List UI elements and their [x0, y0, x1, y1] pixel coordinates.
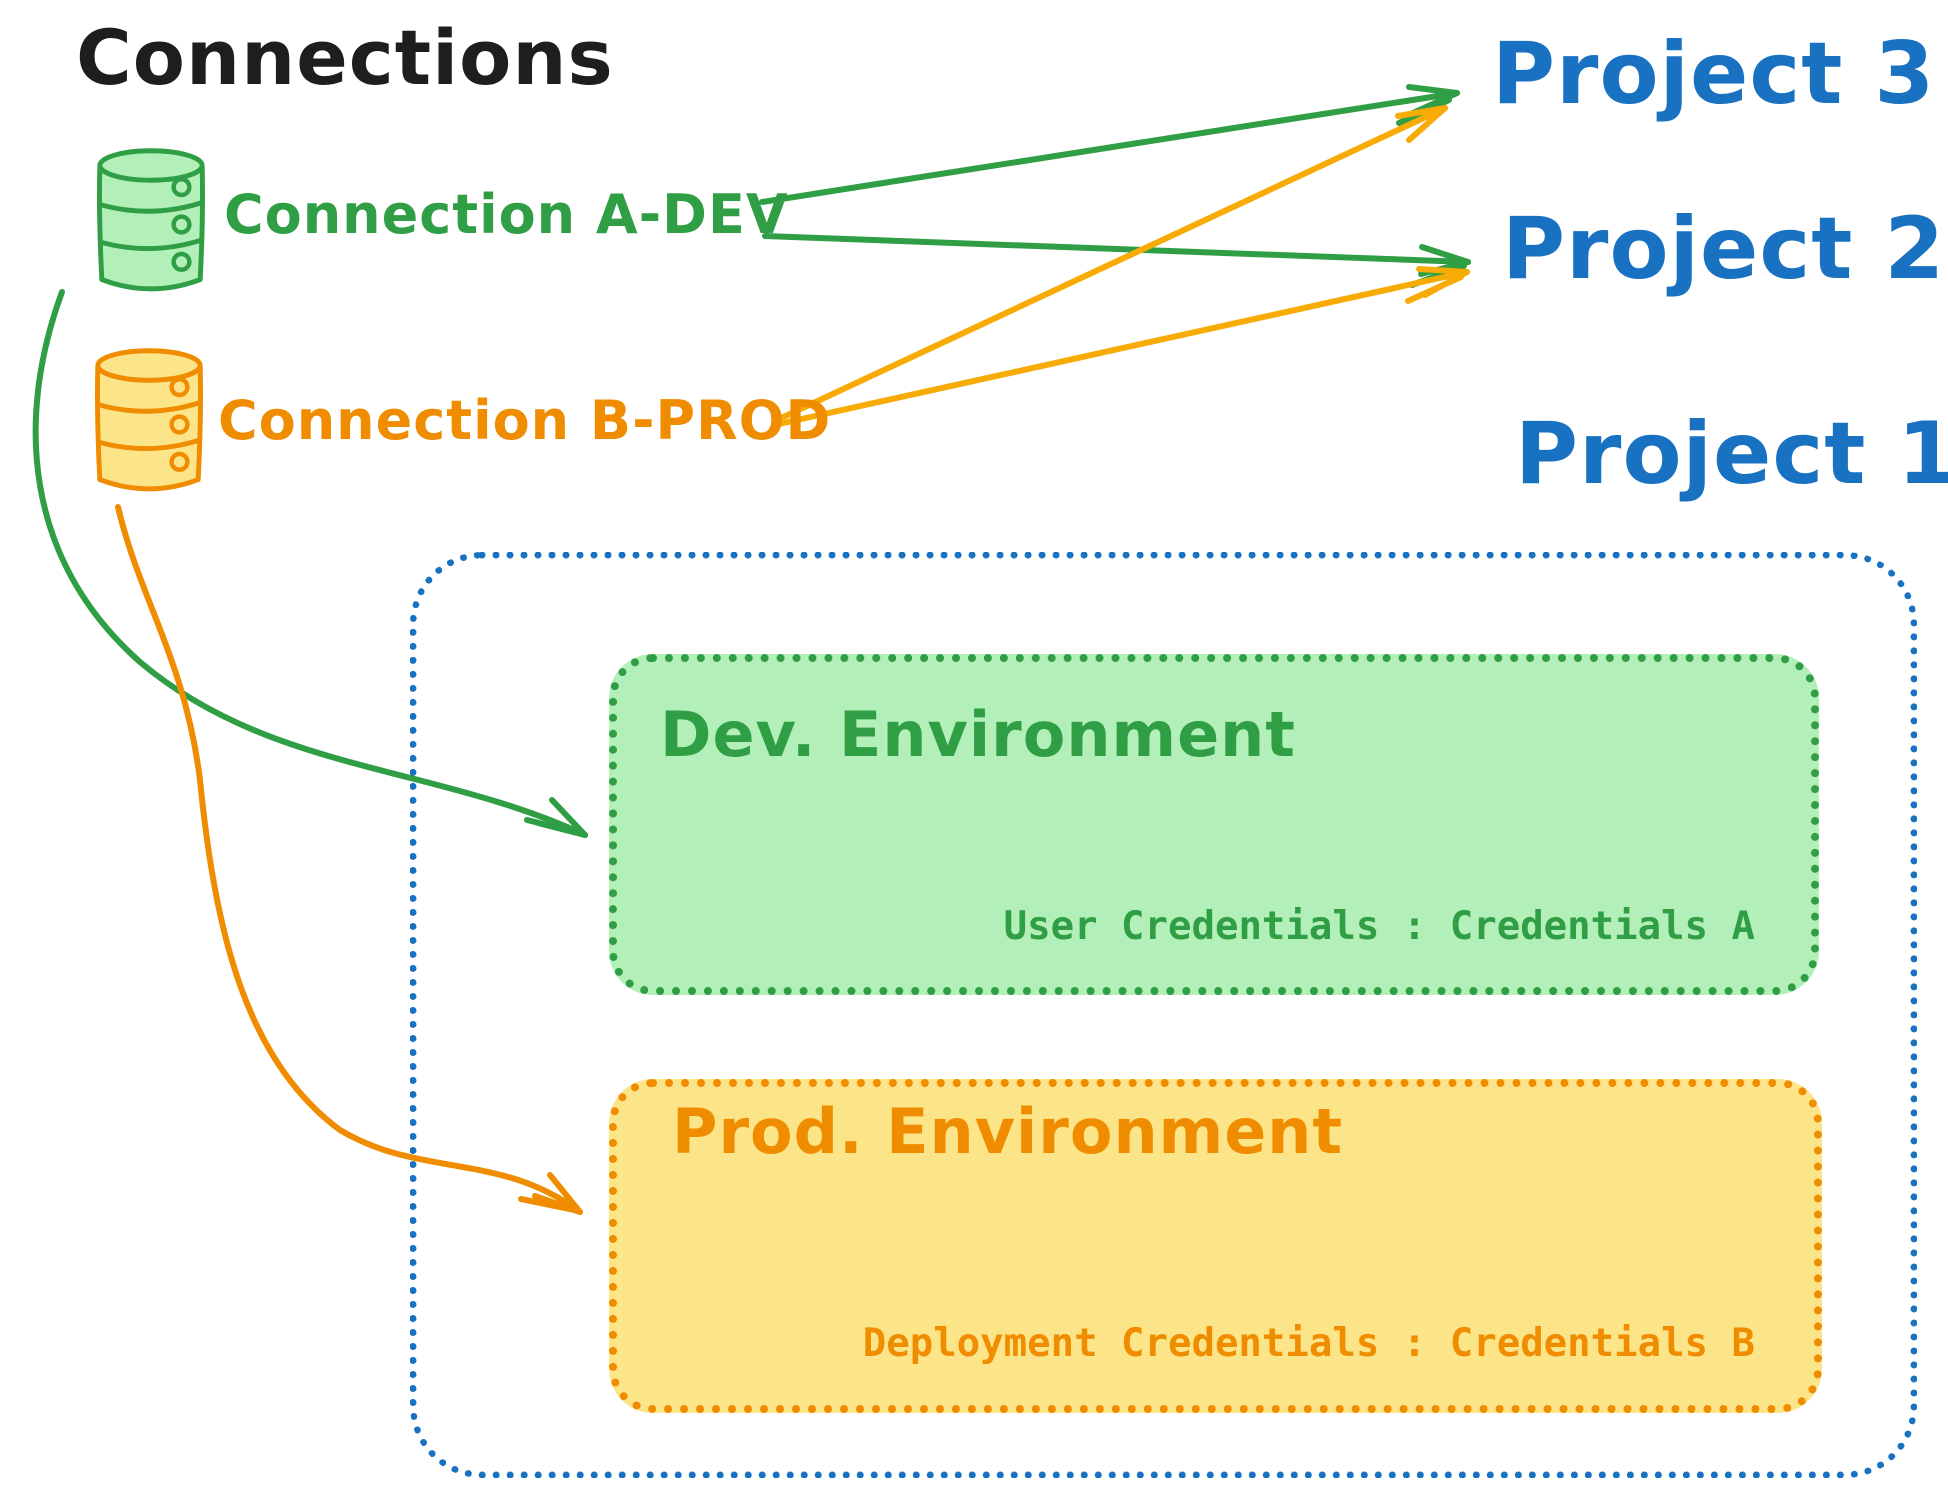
connection-a-dev-label: Connection A-DEV [224, 183, 789, 246]
prod-credentials-label: Deployment Credentials : Credentials B [862, 1321, 1755, 1366]
dev-credentials-label: User Credentials : Credentials A [1003, 904, 1755, 949]
prod-environment-title: Prod. Environment [672, 1095, 1344, 1168]
project-3-label: Project 3 [1492, 24, 1936, 124]
project-1-label: Project 1 [1515, 404, 1948, 504]
project-2-label: Project 2 [1502, 199, 1946, 299]
database-icon-a-dev [92, 147, 210, 300]
connections-title: Connections [76, 13, 614, 102]
arrow-a-dev-to-project-2 [762, 233, 1471, 288]
arrow-b-prod-to-project-3 [774, 105, 1448, 423]
dev-environment-title: Dev. Environment [660, 698, 1296, 771]
arrow-a-dev-to-project-3 [759, 84, 1460, 205]
prod-environment-box [609, 1079, 1822, 1413]
arrow-b-prod-to-project-2 [776, 266, 1470, 427]
dev-environment-box [609, 654, 1819, 995]
database-icon-b-prod [90, 347, 208, 500]
connection-b-prod-label: Connection B-PROD [218, 389, 832, 452]
